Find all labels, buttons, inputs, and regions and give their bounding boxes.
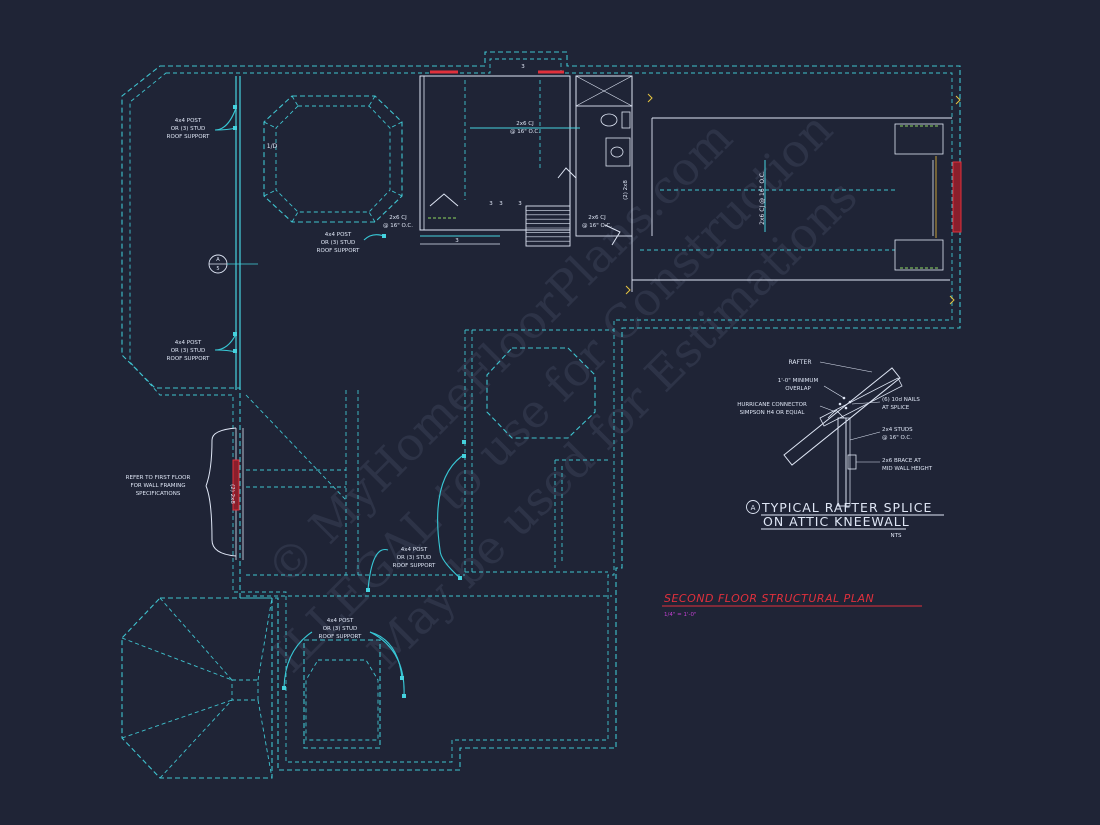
cj-label-hall: 2x6 CJ @ 16" O.C. <box>383 215 413 229</box>
post1-line3: ROOF SUPPORT <box>167 134 210 140</box>
cj4-label: 2x6 CJ @ 16" O.C. <box>759 171 766 225</box>
detail-brace-2: MID WALL HEIGHT <box>882 466 933 472</box>
detail-studs-1: 2x4 STUDS <box>882 427 913 433</box>
cj-label-stair: 2x6 CJ @ 16" O.C. <box>582 215 612 229</box>
detail-overlap-2: OVERLAP <box>785 386 811 392</box>
detail-overlap-1: 1'-0" MINIMUM <box>778 378 819 384</box>
post-callout-5: 4x4 POST OR (3) STUD ROOF SUPPORT <box>282 618 406 698</box>
post2-line3: ROOF SUPPORT <box>317 248 360 254</box>
post3-line2: OR (3) STUD <box>171 348 206 354</box>
section-tag-sheet: 5 <box>216 266 219 272</box>
stair-outline <box>525 205 571 247</box>
cj1-spacing: @ 16" O.C. <box>510 129 540 135</box>
dim-mark-4: 3 <box>518 201 522 207</box>
header-label-lower: (2) 2x8 <box>229 484 235 504</box>
detail-title-1: TYPICAL RAFTER SPLICE <box>761 500 932 515</box>
post4-line1: 4x4 POST <box>401 547 428 553</box>
section-tag: A 5 <box>208 254 258 274</box>
cj3-spacing: @ 16" O.C. <box>582 223 612 229</box>
detail-rafter: RAFTER <box>788 359 811 366</box>
post-callout-3: 4x4 POST OR (3) STUD ROOF SUPPORT <box>167 332 237 362</box>
dim-mark-2: 3 <box>489 201 493 207</box>
plan-scale: 1/4" = 1'-0" <box>664 612 697 618</box>
post2-line1: 4x4 POST <box>325 232 352 238</box>
lower-interior-walls <box>232 329 614 597</box>
left-bearing-wall <box>235 76 241 390</box>
break-marks <box>625 93 961 305</box>
cj3-label: 2x6 CJ <box>588 215 606 221</box>
refer-note: REFER TO FIRST FLOOR FOR WALL FRAMING SP… <box>126 427 237 557</box>
cj-label-bedroom: 2x6 CJ @ 16" O.C. <box>510 121 540 135</box>
exterior-walls <box>121 51 961 771</box>
post3-line3: ROOF SUPPORT <box>167 356 210 362</box>
post-callout-1: 4x4 POST OR (3) STUD ROOF SUPPORT <box>167 105 237 140</box>
post4-line3: ROOF SUPPORT <box>393 563 436 569</box>
post-callout-4: 4x4 POST OR (3) STUD ROOF SUPPORT <box>366 440 466 592</box>
dim-marks: 3 3 3 3 3 <box>455 64 525 244</box>
plan-title-block: SECOND FLOOR STRUCTURAL PLAN 1/4" = 1'-0… <box>662 592 922 618</box>
refer-line3: SPECIFICATIONS <box>136 491 181 497</box>
header-label: (2) 2x8 <box>623 180 629 200</box>
dim-mark-5: 3 <box>455 238 459 244</box>
header-label-upper: (2) 2x8 1/D <box>267 143 629 200</box>
cj2-label: 2x6 CJ <box>389 215 407 221</box>
detail-studs-2: @ 16" O.C. <box>882 435 912 441</box>
detail-title-2: ON ATTIC KNEEWALL <box>763 514 910 529</box>
post5-line1: 4x4 POST <box>327 618 354 624</box>
post5-line2: OR (3) STUD <box>323 626 358 632</box>
detail-nails-1: (6) 10d NAILS <box>882 397 920 403</box>
detail-nails-2: AT SPLICE <box>882 405 910 411</box>
refer-line1: REFER TO FIRST FLOOR <box>126 475 191 481</box>
dim-mark-1: 3 <box>521 64 525 70</box>
tray-ceiling-upper-left <box>263 95 403 223</box>
tray-ceiling-center <box>486 347 596 439</box>
detail-brace-1: 2x6 BRACE AT <box>882 458 921 464</box>
bedroom-block <box>419 70 633 246</box>
attic-area <box>631 117 962 292</box>
tray-lower <box>303 639 381 749</box>
plan-title: SECOND FLOOR STRUCTURAL PLAN <box>664 592 874 605</box>
cj1-label: 2x6 CJ <box>516 121 534 127</box>
cj-label-attic: 2x6 CJ @ 16" O.C. <box>759 171 766 225</box>
post3-line1: 4x4 POST <box>175 340 202 346</box>
detail-scale: NTS <box>891 533 902 539</box>
rafter-splice-detail: RAFTER 1'-0" MINIMUM OVERLAP HURRICANE C… <box>737 359 944 539</box>
post-callout-2: 4x4 POST OR (3) STUD ROOF SUPPORT <box>317 232 386 254</box>
stair <box>525 205 571 247</box>
refer-line2: FOR WALL FRAMING <box>130 483 185 489</box>
watermark: © MyHomeFloorPlans.com ILLEGAL to use fo… <box>256 102 868 683</box>
section-tag-letter: A <box>216 257 220 263</box>
post5-line3: ROOF SUPPORT <box>319 634 362 640</box>
bay-label: 1/D <box>267 143 278 150</box>
post2-line2: OR (3) STUD <box>321 240 356 246</box>
detail-tag: A <box>751 504 756 512</box>
post1-line2: OR (3) STUD <box>171 126 206 132</box>
bay-roof-lower-left <box>121 597 273 779</box>
cj2-spacing: @ 16" O.C. <box>383 223 413 229</box>
dim-mark-3: 3 <box>499 201 503 207</box>
detail-connector-2: SIMPSON H4 OR EQUAL <box>740 410 806 416</box>
post4-line2: OR (3) STUD <box>397 555 432 561</box>
post1-line1: 4x4 POST <box>175 118 202 124</box>
detail-connector-1: HURRICANE CONNECTOR <box>737 402 807 408</box>
